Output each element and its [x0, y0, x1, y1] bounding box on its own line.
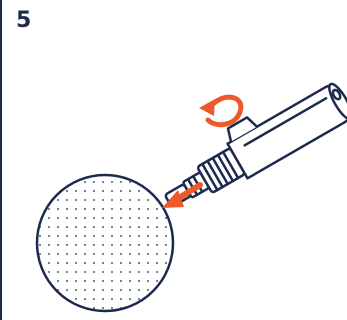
perforated-disc [35, 173, 175, 313]
rotate-arrow-icon [199, 94, 244, 128]
handle-assembly [164, 82, 347, 208]
insert-arrow-icon [162, 182, 203, 208]
step-number: 5 [16, 8, 32, 33]
handle-tab [226, 116, 259, 143]
